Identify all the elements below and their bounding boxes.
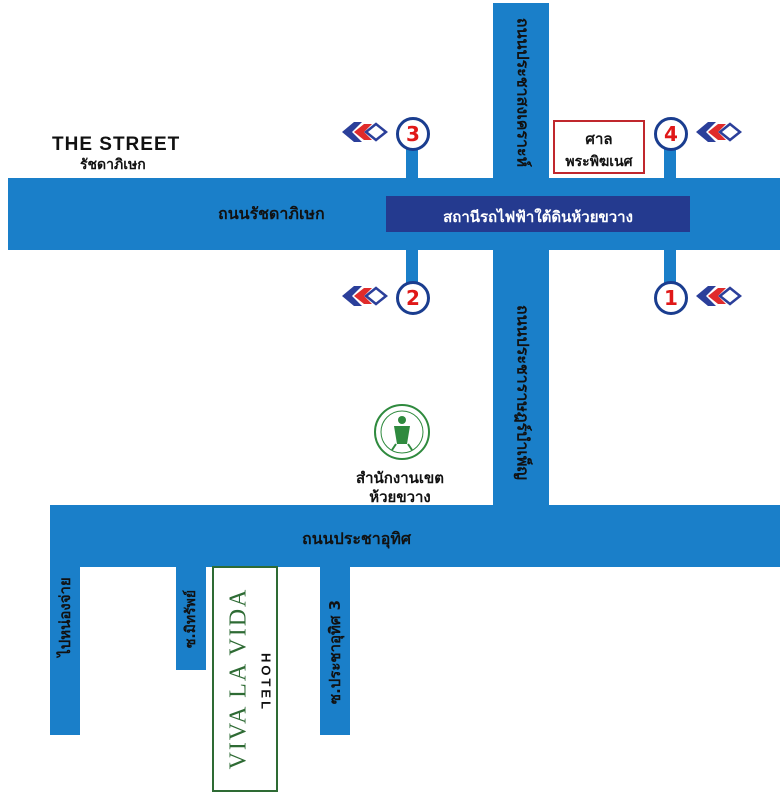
label-ratchadaphisek: ถนนรัชดาภิเษก [218,204,325,223]
shrine-line-1: ศาล [585,130,613,148]
mrt-station-name: สถานีรถไฟฟ้าใต้ดินห้วยขวาง [443,208,633,226]
road-to-nong-chan [50,560,80,735]
label-pracha-rat-bamphen: ถนนประชาราษฎร์บำเพ็ญ [513,305,533,480]
mrt-station-band [386,196,690,232]
mrt-logo-icon [696,122,742,142]
road-soi-mitsap [176,560,206,670]
road-pracha-rat-bamphen [493,248,549,508]
mrt-logo-icon [696,286,742,306]
viva-la-vida-hotel-box [212,566,278,792]
exit-1-badge: 1 [654,281,688,315]
mrt-logo-icon [342,286,388,306]
ganesha-shrine-box: ศาล พระพิฆเนศ [553,120,645,174]
district-office-seal-icon [374,404,430,460]
label-to-nong-chan: ไปหน่องจ่าย [56,577,74,657]
the-street-logo-text: THE STREET [52,134,181,155]
exit-3-badge: 3 [396,117,430,151]
exit-1-connector [664,248,676,284]
mrt-logo-icon [342,122,388,142]
label-pracha-uthit: ถนนประชาอุทิศ [302,529,412,548]
shrine-line-2: พระพิฆเนศ [565,154,633,170]
exit-2-badge: 2 [396,281,430,315]
label-soi-pracha-uthit-3: ซ.ประชาอุทิศ 3 [326,599,344,705]
label-soi-mitsap: ซ.มิทรัพย์ [183,589,199,649]
road-pracha-uthit [50,505,780,567]
district-office-line-1: สำนักงานเขต [355,469,445,487]
hotel-sub: HOTEL [258,652,274,713]
exit-4-badge: 4 [654,117,688,151]
district-office-line-2: ห้วยขวาง [369,488,431,506]
hotel-name: VIVA LA VIDA [225,587,252,770]
road-soi-pracha-uthit-3 [320,560,350,735]
label-pracha-songkhro: ถนนประชาสงเคราะห์ [513,17,533,168]
the-street-logo: THE STREET รัชดาภิเษก [52,134,180,176]
the-street-sub: รัชดาภิเษก [80,157,146,173]
exit-2-connector [406,248,418,284]
